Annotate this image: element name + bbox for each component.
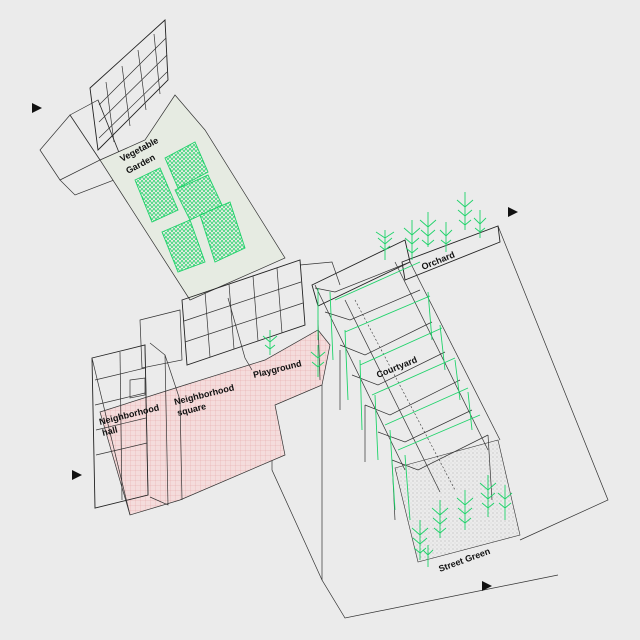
courtyard-frame	[311, 225, 501, 521]
view-arrow-icon	[72, 470, 82, 480]
view-arrow-icon	[508, 207, 518, 217]
neighborhood-square-plaza	[99, 329, 331, 516]
courtyard-ground	[394, 439, 521, 563]
neighborhood-hall	[91, 342, 183, 516]
central-building	[181, 259, 306, 371]
orchard-trees	[375, 192, 487, 260]
street-green-trees	[411, 475, 513, 567]
label-neighborhood-hall-line2: hall	[101, 424, 118, 437]
vegetable-beds	[134, 141, 246, 273]
garden-building	[89, 19, 169, 151]
north-arrow-icon	[32, 103, 42, 113]
view-arrow-icon	[482, 581, 492, 591]
playground-trees	[262, 330, 326, 377]
